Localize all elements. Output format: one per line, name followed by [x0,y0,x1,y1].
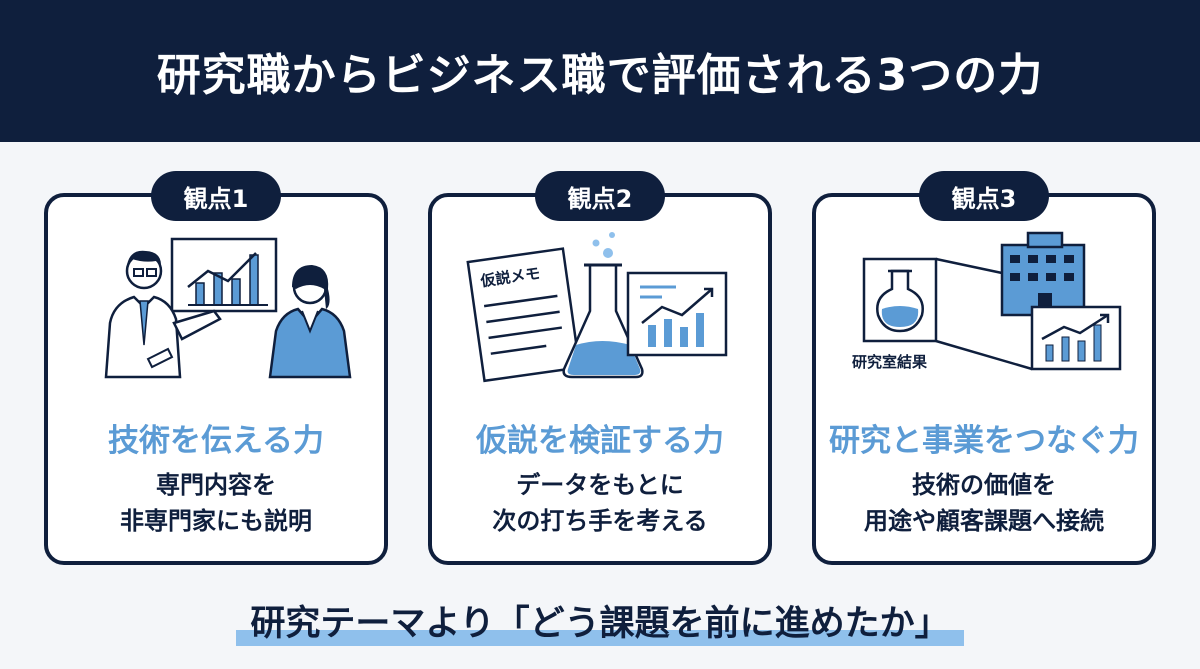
card-1-title: 技術を伝える力 [107,423,325,459]
footer-message: 研究テーマより「どう課題を前に進めたか」 [0,595,1200,646]
card-1-desc-line-2: 非専門家にも説明 [120,507,312,535]
footer-text-wrapper: 研究テーマより「どう課題を前に進めたか」 [236,595,964,646]
card-2-description: データをもとに 次の打ち手を考える [432,467,768,539]
card-2: 観点2 仮説メモ 仮説を検証する力 データをもとに 次の打ち手を考える [428,171,772,565]
card-2-desc-line-1: データをもとに [516,471,684,499]
card-3-title: 研究と事業をつなぐ力 [829,423,1139,459]
card-2-badge: 観点2 [535,171,665,221]
footer-text: 研究テーマより「どう課題を前に進めたか」 [250,604,950,644]
connection-illustration-icon: 研究室結果 [852,231,1122,371]
card-3-description: 技術の価値を 用途や顧客課題へ接続 [816,467,1152,539]
header-banner: 研究職からビジネス職で評価される3つの力 [0,0,1200,142]
card-1: 観点1 技術を伝える力 専門内容を 非専門家にも説明 [44,171,388,565]
footer-highlight [236,630,964,646]
lab-results-label: 研究室結果 [852,353,928,371]
card-1-badge: 観点1 [151,171,281,221]
card-1-desc-line-1: 専門内容を [156,471,276,499]
hypothesis-illustration-icon: 仮説メモ [466,232,728,383]
card-2-desc-line-2: 次の打ち手を考える [492,507,708,535]
card-2-title: 仮説を検証する力 [476,423,724,459]
card-3: 観点3 研究室結果 研究と事業をつなぐ力 技術の価値を 用途や顧客課題へ接 [812,171,1156,565]
presentation-illustration-icon [104,237,352,379]
card-3-desc-line-2: 用途や顧客課題へ接続 [864,507,1104,535]
page-title: 研究職からビジネス職で評価される3つの力 [156,50,1044,101]
card-3-badge: 観点3 [919,171,1049,221]
card-1-description: 専門内容を 非専門家にも説明 [48,467,384,539]
card-3-desc-line-1: 技術の価値を [912,471,1056,499]
